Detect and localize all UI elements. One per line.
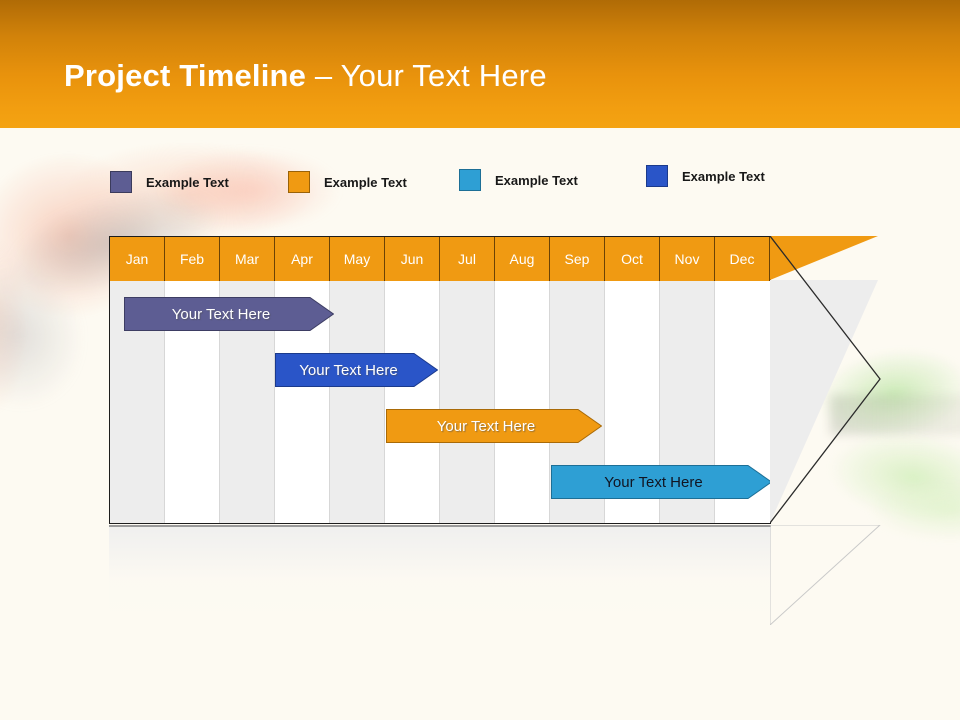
- legend-swatch-4: [646, 165, 668, 187]
- task-bar-1[interactable]: Your Text Here: [124, 297, 334, 331]
- task-bar-shape-2: [275, 353, 438, 387]
- page-title-bold: Project Timeline: [64, 58, 307, 93]
- arrowhead-outline: [770, 236, 881, 524]
- task-bar-shape-1: [124, 297, 334, 331]
- arrowhead-svg: [770, 236, 881, 524]
- legend-item-4: Example Text: [646, 165, 765, 187]
- legend-label-2: Example Text: [324, 174, 407, 190]
- task-bar-2[interactable]: Your Text Here: [275, 353, 438, 387]
- legend-swatch-2: [288, 171, 310, 193]
- grid-column-aug: [495, 237, 550, 523]
- task-bar-shape-4: [551, 465, 772, 499]
- task-bar-label-2: Your Text Here: [299, 361, 398, 379]
- month-cell-may[interactable]: May: [330, 237, 385, 281]
- legend-swatch-1: [110, 171, 132, 193]
- grid-column-jul: [440, 237, 495, 523]
- month-cell-mar[interactable]: Mar: [220, 237, 275, 281]
- grid-column-feb: [165, 237, 220, 523]
- page-title: Project Timeline – Your Text Here: [64, 58, 547, 94]
- task-bar-label-4: Your Text Here: [604, 473, 703, 491]
- task-bar-3[interactable]: Your Text Here: [386, 409, 602, 443]
- month-cell-oct[interactable]: Oct: [605, 237, 660, 281]
- legend-label-4: Example Text: [682, 168, 765, 184]
- month-cell-apr[interactable]: Apr: [275, 237, 330, 281]
- month-cell-jul[interactable]: Jul: [440, 237, 495, 281]
- legend-item-1: Example Text: [110, 171, 229, 193]
- task-bar-label-3: Your Text Here: [436, 417, 536, 435]
- arrowhead-orange-wedge: [770, 236, 878, 280]
- header-band: [0, 0, 960, 128]
- month-cell-aug[interactable]: Aug: [495, 237, 550, 281]
- legend-label-1: Example Text: [146, 174, 229, 190]
- task-bar-shape-3: [386, 409, 602, 443]
- grid-column-jan: [110, 237, 165, 523]
- legend-swatch-3: [459, 169, 481, 191]
- month-cell-sep[interactable]: Sep: [550, 237, 605, 281]
- legend-label-3: Example Text: [495, 172, 578, 188]
- page-title-regular: – Your Text Here: [306, 58, 547, 93]
- month-cell-dec[interactable]: Dec: [715, 237, 770, 281]
- legend-item-2: Example Text: [288, 171, 407, 193]
- legend: Example Text Example Text Example Text Exam…: [110, 165, 830, 197]
- task-bar-label-1: Your Text Here: [171, 305, 271, 323]
- month-cell-feb[interactable]: Feb: [165, 237, 220, 281]
- month-cell-nov[interactable]: Nov: [660, 237, 715, 281]
- grid-column-mar: [220, 237, 275, 523]
- legend-item-3: Example Text: [459, 169, 578, 191]
- arrowhead-body-wedge: [770, 280, 878, 523]
- month-cell-jan[interactable]: Jan: [110, 237, 165, 281]
- timeline-arrowhead: [770, 236, 881, 524]
- task-bar-4[interactable]: Your Text Here: [551, 465, 772, 499]
- month-cell-jun[interactable]: Jun: [385, 237, 440, 281]
